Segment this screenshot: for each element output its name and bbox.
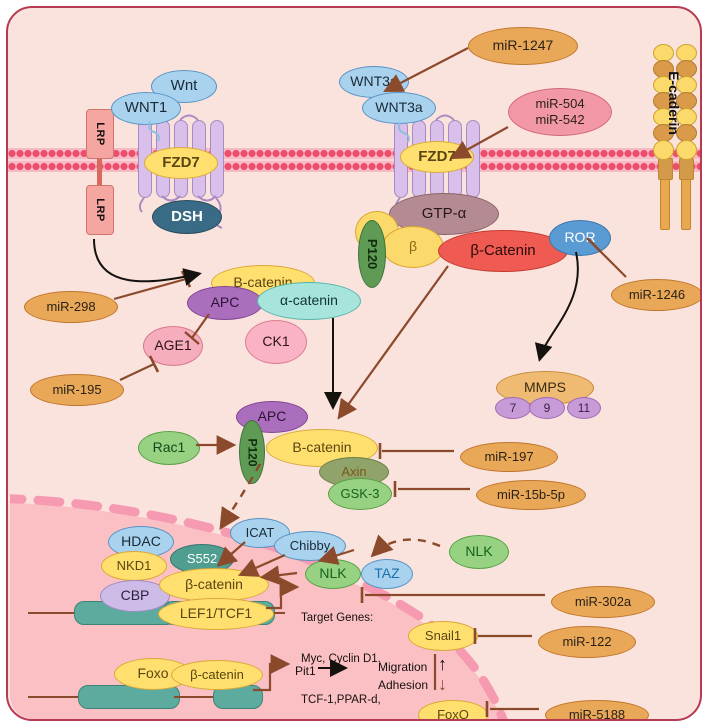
node-g-beta: β xyxy=(382,226,444,268)
mirna-mir-298: miR-298 xyxy=(24,291,118,323)
mirna-mir-504-542: miR-504 miR-542 xyxy=(508,88,612,136)
arrow-mir195-age1 xyxy=(119,363,155,381)
fzd7-left-label-badge: FZD7 xyxy=(144,147,218,179)
dna-line-gap xyxy=(174,696,216,699)
plasma-membrane xyxy=(8,148,700,178)
target-genes-line-1: Myc, Cyclin D1. xyxy=(301,652,381,665)
mirna-mir-122: miR-122 xyxy=(538,626,636,658)
node-age1: AGE1 xyxy=(143,326,203,366)
node-ror: ROR xyxy=(549,220,611,256)
lrp-stem xyxy=(97,130,102,200)
node-foxo-badge: FoxO xyxy=(418,700,488,719)
node-mmp7: 7 xyxy=(495,397,531,419)
dna-line-left-1 xyxy=(28,612,78,615)
node-taz: TAZ xyxy=(361,559,413,589)
node-snail1: Snail1 xyxy=(408,621,478,651)
cell-boundary: LRP LRP FZD7 Wnt WNT1 xyxy=(6,6,702,721)
node-ck1: CK1 xyxy=(245,320,307,364)
arrow-nlk-bcatenin xyxy=(259,565,298,585)
ligand-wnt3a-lower: WNT3a xyxy=(362,92,436,124)
node-p120-lower: P120 xyxy=(239,420,265,484)
mirna-mir-1246: miR-1246 xyxy=(611,279,700,311)
lrp-top-label: LRP xyxy=(94,122,106,146)
target-genes-heading: Target Genes: xyxy=(301,612,374,625)
node-p120-top: P120 xyxy=(358,220,386,288)
mirna-mir-197: miR-197 xyxy=(460,442,558,472)
lrp-bottom-label: LRP xyxy=(94,198,106,222)
arrow-bcatenin-complex xyxy=(337,265,449,420)
arrow-nlk-entry xyxy=(370,534,441,558)
node-nlk-cytoplasm: NLK xyxy=(449,535,509,569)
node-rac1: Rac1 xyxy=(138,431,200,465)
target-genes-line-2: TCF-1,PPAR-d, xyxy=(301,693,381,706)
node-gtp-alpha: GTP-α xyxy=(389,193,499,235)
node-mmp9: 9 xyxy=(529,397,565,419)
node-nkd1: NKD1 xyxy=(101,551,167,581)
fzd7-right-label-badge: FZD7 xyxy=(400,141,474,173)
ecadherin-label: E-caderin xyxy=(666,71,682,135)
mirna-mir-5188: miR-5188 xyxy=(545,700,649,719)
node-apc-lower: APC xyxy=(236,401,308,433)
target-genes-block: Target Genes: Myc, Cyclin D1. TCF-1,PPAR… xyxy=(301,585,388,719)
node-nlk-nucleus: NLK xyxy=(305,559,361,589)
adhesion-down-arrow: ↓ xyxy=(438,674,447,694)
mirna-mir-195: miR-195 xyxy=(30,374,124,406)
node-alpha-catenin: α-catenin xyxy=(257,282,361,320)
node-beta-catenin-nucleus: β-catenin xyxy=(159,568,269,602)
node-gsk3: GSK-3 xyxy=(328,478,392,510)
node-cbp: CBP xyxy=(100,580,170,612)
mirna-mir-1247: miR-1247 xyxy=(468,27,578,65)
arrow-ror-mmps xyxy=(534,251,579,362)
node-dsh: DSH xyxy=(152,200,222,234)
node-beta-catenin-foxo: β-catenin xyxy=(171,660,263,690)
node-chibby: Chibby xyxy=(274,531,346,561)
dna-line-mid xyxy=(271,612,285,615)
output-adhesion: Adhesion xyxy=(378,678,429,692)
mirna-mir-302a: miR-302a xyxy=(551,586,655,618)
migration-up-arrow: ↑ xyxy=(438,654,447,674)
arrow-mir298-apc xyxy=(113,277,187,301)
node-lef1-tcf1: LEF1/TCF1 xyxy=(158,598,274,630)
lrp-receptor-top: LRP xyxy=(86,109,114,159)
output-pit1: Pit1 xyxy=(295,664,316,678)
arrow-lrp-adhesion xyxy=(93,238,202,286)
ligand-wnt1: WNT1 xyxy=(111,92,181,125)
dna-line-left-2 xyxy=(28,696,80,699)
node-apc-upper: APC xyxy=(187,286,263,320)
mirna-mir-15b-5p: miR-15b-5p xyxy=(476,480,586,510)
lrp-receptor-bottom: LRP xyxy=(86,185,114,235)
output-migration: Migration xyxy=(378,660,428,674)
node-mmp11: 11 xyxy=(567,397,601,419)
